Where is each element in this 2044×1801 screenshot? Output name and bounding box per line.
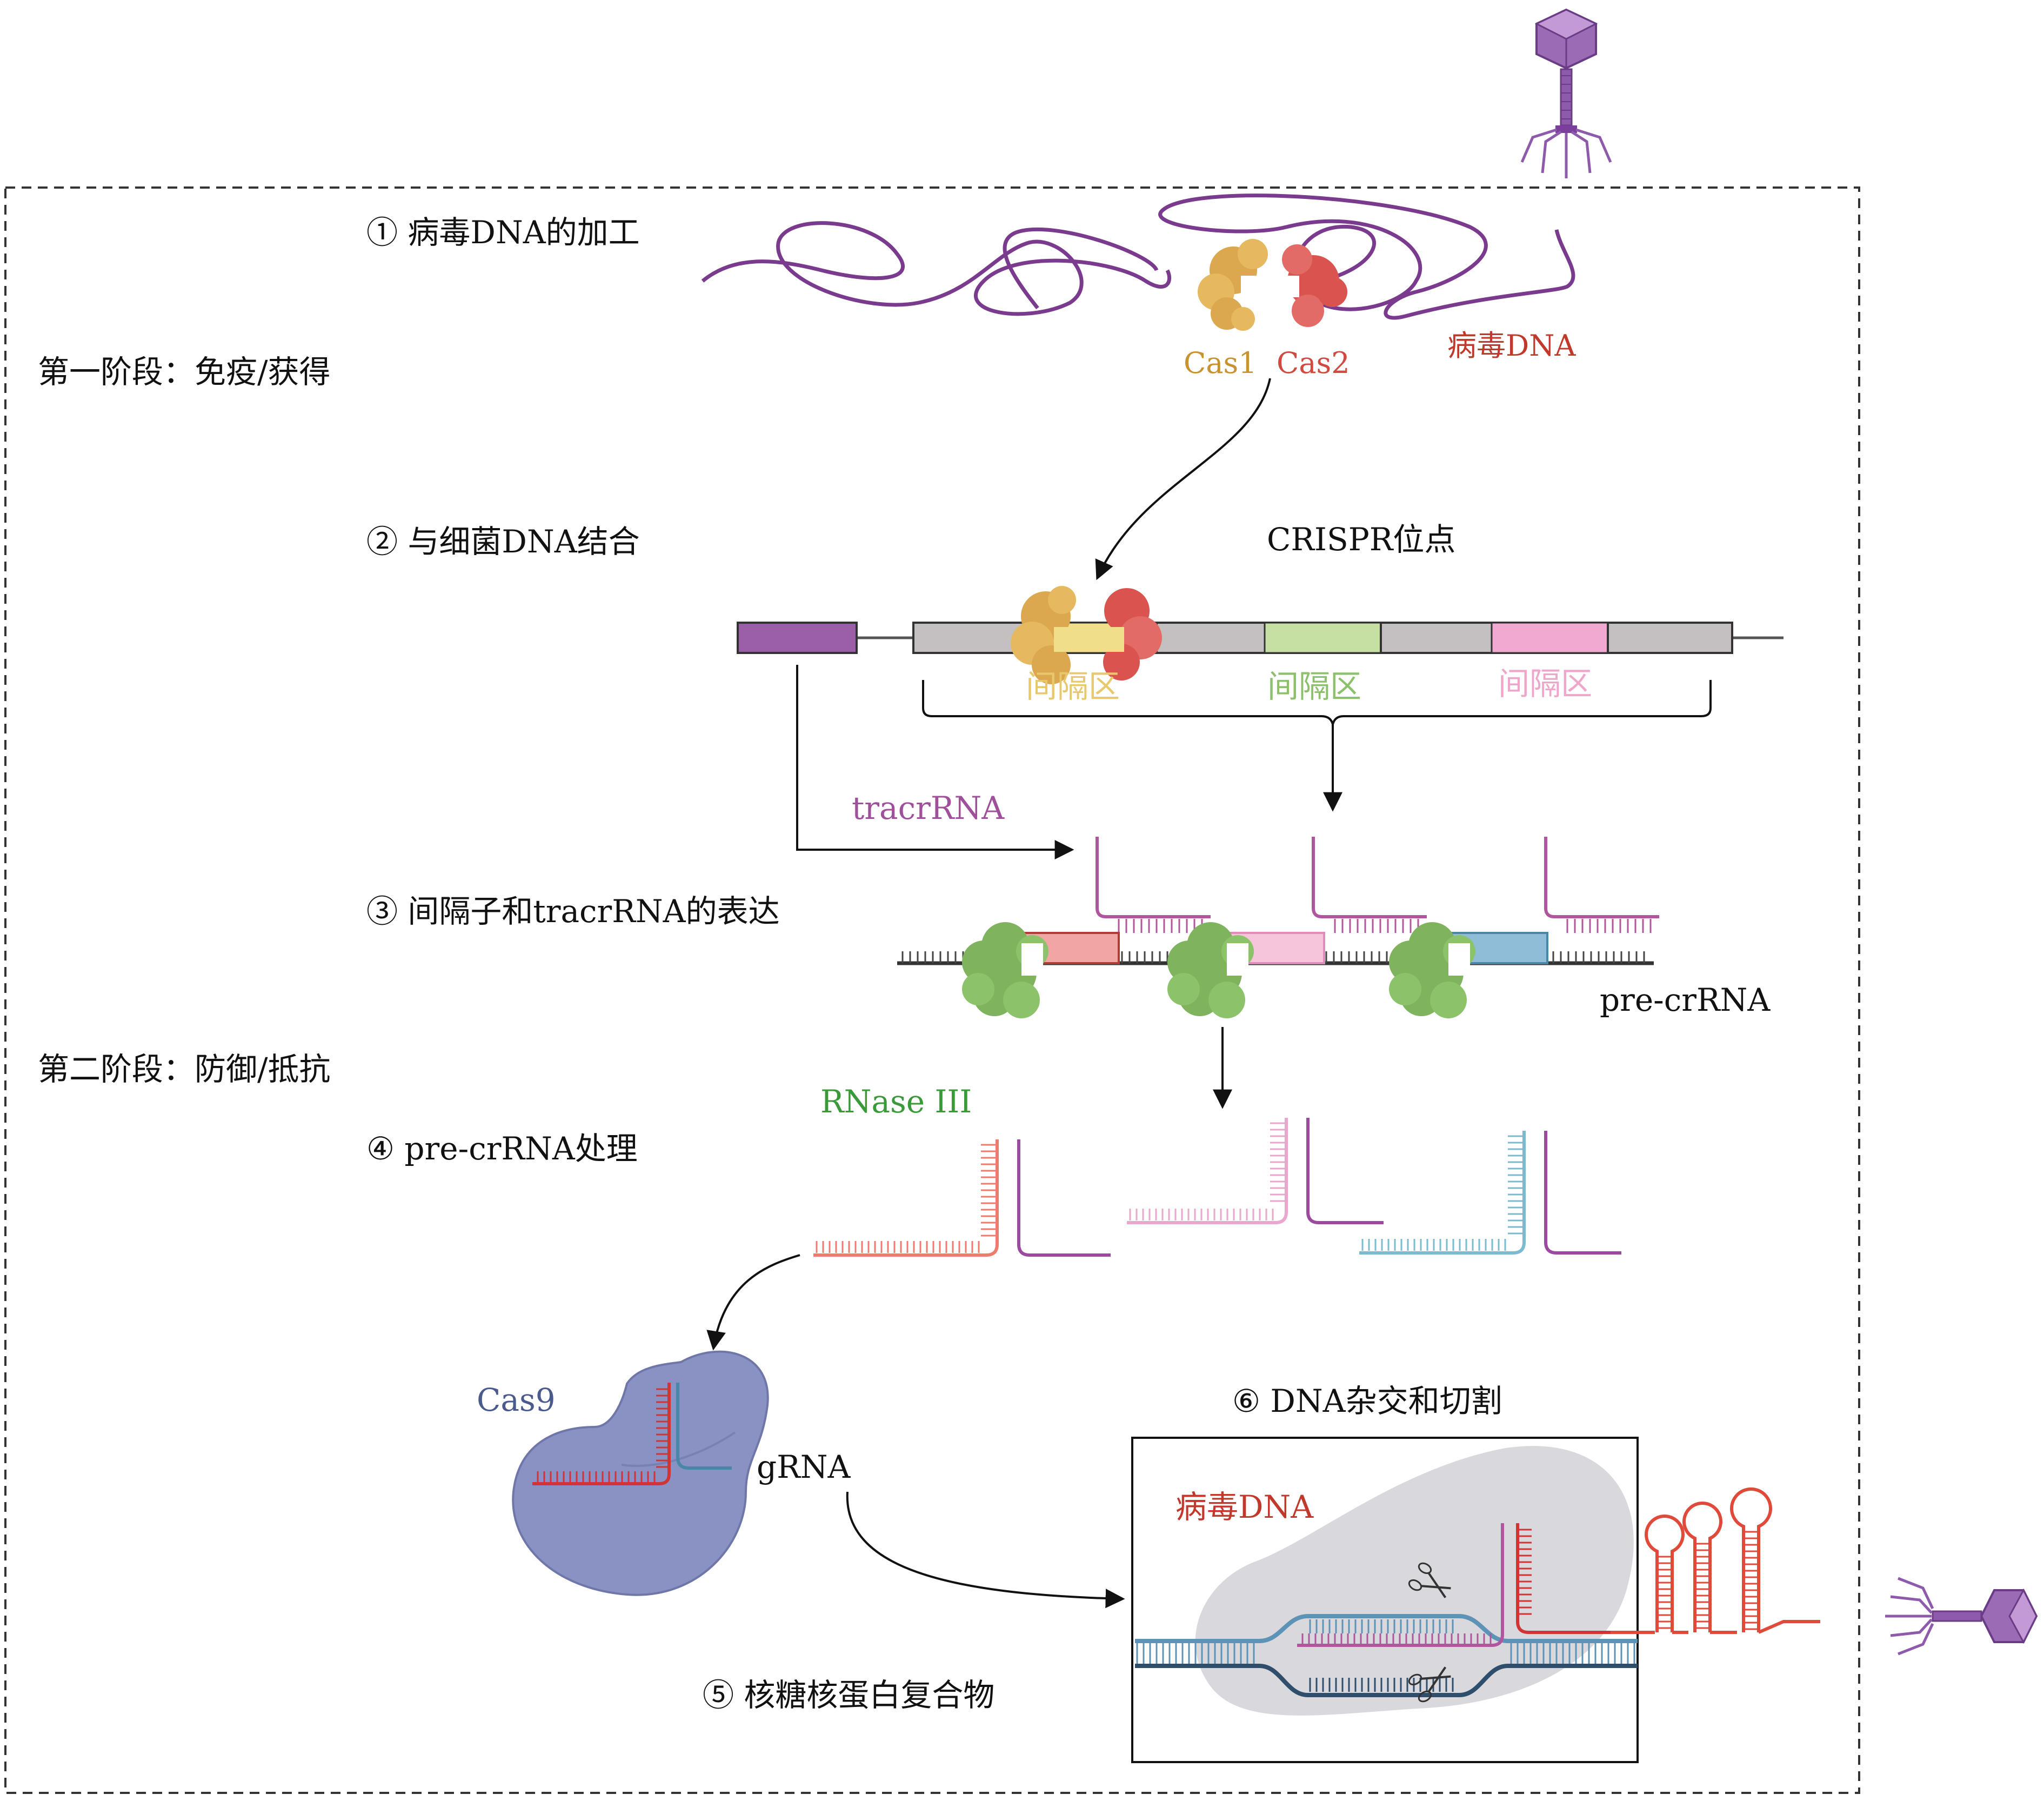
viral-dna-label-box: 病毒DNA: [1175, 1489, 1314, 1525]
grna-hairpin-tail: [1611, 1487, 1820, 1634]
spacer-label-2: 间隔区: [1267, 668, 1361, 705]
scissors-icon: [1408, 1666, 1451, 1703]
cas2-protein-top: [1282, 244, 1347, 327]
cas2-label: Cas2: [1277, 346, 1350, 380]
rnase-iii-label: RNase III: [820, 1083, 972, 1120]
arrow-tracr-expression: [796, 665, 1074, 859]
cas1-protein-top: [1198, 239, 1268, 331]
step-5-label: ⑤ 核糖核蛋白复合物: [703, 1677, 994, 1713]
cas9-guide-rna: [532, 1383, 732, 1485]
arrow-to-cas9: [706, 1254, 800, 1351]
step-3-label: ③ 间隔子和tracrRNA的表达: [366, 893, 780, 930]
spacer-label-3: 间隔区: [1498, 665, 1592, 702]
processed-crrna-units: [813, 1118, 1621, 1257]
phase-2-label: 第二阶段：防御/抵抗: [38, 1051, 331, 1088]
spacer-label-1: 间隔区: [1026, 668, 1120, 705]
step-6-label: ⑥ DNA杂交和切割: [1232, 1383, 1502, 1419]
cas9-protein: [512, 1350, 769, 1596]
arrow-cas-to-locus: [1095, 378, 1271, 581]
tracr-gene: [737, 622, 858, 654]
bacteriophage-icon: [1885, 1577, 2038, 1656]
step-4-label: ④ pre-crRNA处理: [366, 1130, 638, 1167]
tracrrna-strands: [1096, 837, 1659, 933]
rnase-iii-icon: [962, 922, 1048, 1018]
scissors-icon: [1408, 1562, 1451, 1598]
crispr-locus-label: CRISPR位点: [1267, 521, 1455, 558]
spacer-green: [1264, 622, 1382, 654]
pre-crrna-label: pre-crRNA: [1600, 982, 1771, 1018]
rnase-iii-icon: [1167, 922, 1254, 1018]
step-2-label: ② 与细菌DNA结合: [366, 523, 640, 560]
cas1-label: Cas1: [1184, 346, 1257, 380]
cas1-protein-locus: [1011, 586, 1076, 684]
viral-dna-strand: [701, 221, 1172, 316]
crispr-locus: [737, 622, 1784, 654]
phase-1-label: 第一阶段：免疫/获得: [38, 353, 331, 390]
spacer-pink: [1491, 622, 1609, 654]
rnase-iii-icon: [1389, 922, 1475, 1018]
arrow-to-target: [846, 1491, 1125, 1609]
rnase-iii-proteins: [962, 922, 1475, 1018]
cas9-label: Cas9: [477, 1382, 556, 1418]
step-1-label: ① 病毒DNA的加工: [366, 214, 640, 251]
target-dna-duplex: [1135, 1523, 1638, 1697]
cell-boundary: [4, 186, 1860, 1794]
tracrrna-label: tracrRNA: [852, 790, 1005, 826]
viral-dna-label-top: 病毒DNA: [1447, 329, 1577, 363]
grna-label: gRNA: [757, 1449, 851, 1485]
cas2-protein-locus: [1103, 588, 1162, 681]
bacteriophage-icon: [1520, 8, 1612, 178]
